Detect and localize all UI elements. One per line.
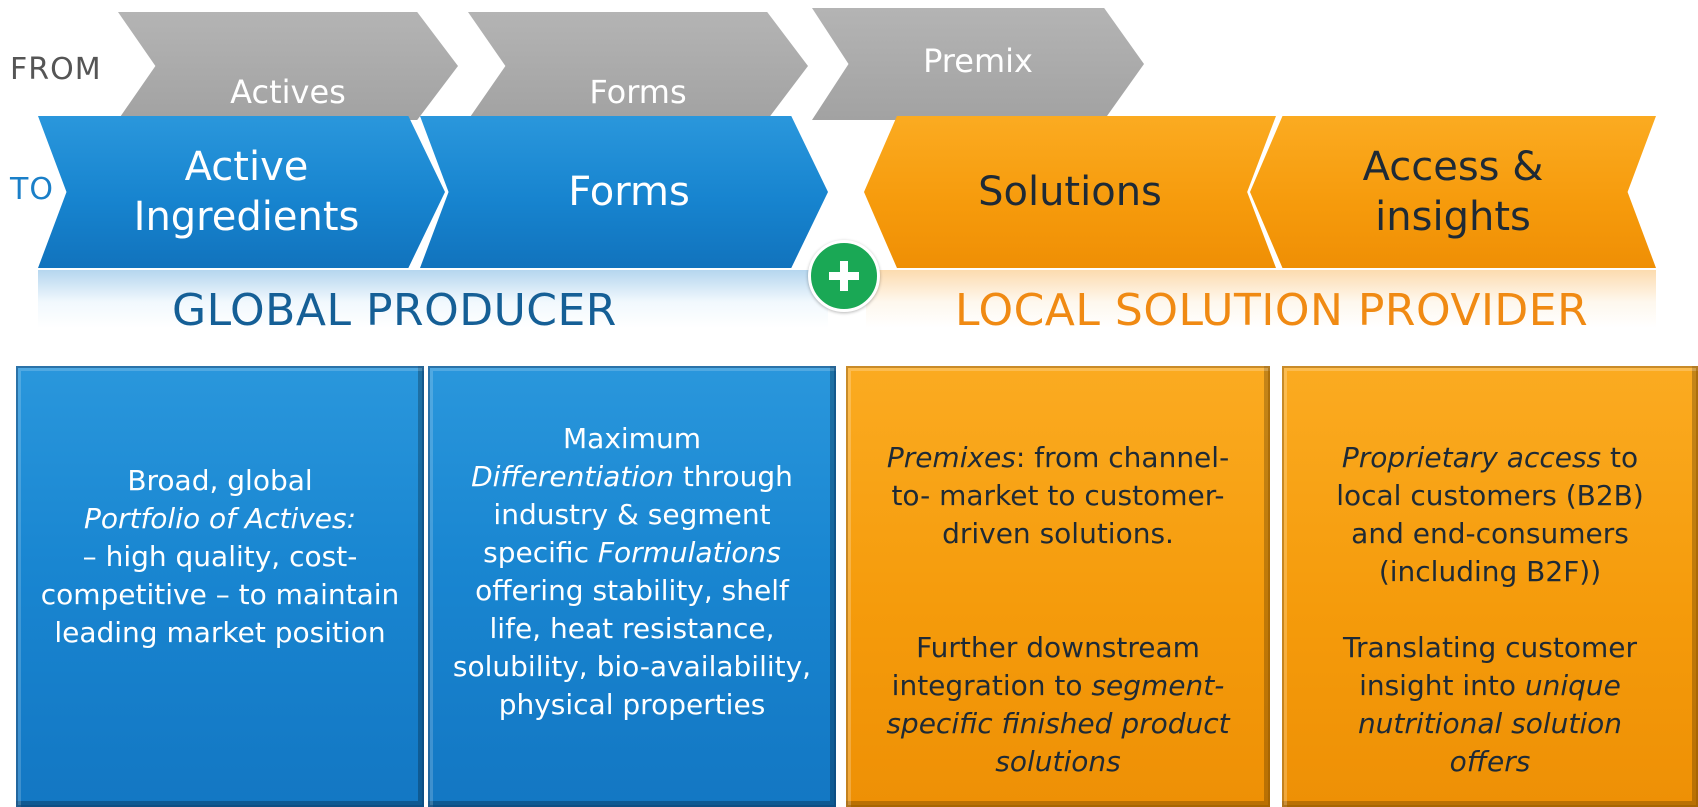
orange-chevron-reflection	[866, 270, 1656, 328]
solutions-text-emphasis: specific finished product	[886, 706, 1230, 740]
access-text-emphasis: Proprietary access	[1341, 440, 1602, 474]
access-text: Translating customer	[1343, 630, 1637, 664]
solutions-chevron-label: Solutions	[978, 169, 1162, 215]
from-row-label: FROM	[10, 52, 102, 87]
access-text: local customers (B2B)	[1336, 478, 1644, 512]
solutions-description-box: Premixes: from channel- to- market to cu…	[846, 366, 1270, 807]
access-description-box: Proprietary access to local customers (B…	[1282, 366, 1698, 807]
forms-text: physical properties	[498, 687, 766, 721]
from-chevron-actives: Actives	[118, 12, 458, 120]
to-chevron-solutions: Solutions	[864, 116, 1276, 268]
active-ingredients-label-line2: Ingredients	[133, 194, 360, 240]
plus-icon	[808, 240, 880, 312]
forms-text: through	[673, 459, 793, 493]
solutions-text: driven solutions.	[942, 516, 1174, 550]
actives-description-box: Broad, global Portfolio of Actives: – hi…	[16, 366, 424, 807]
forms-text: specific	[483, 535, 598, 569]
access-insights-label-line1: Access &	[1362, 144, 1544, 190]
access-text-emphasis: unique	[1524, 668, 1621, 702]
access-text-emphasis: nutritional solution	[1357, 706, 1623, 740]
forms-description-box: Maximum Differentiation through industry…	[428, 366, 836, 807]
actives-text: – high quality, cost-	[82, 539, 358, 573]
global-producer-title: GLOBAL PRODUCER	[172, 285, 617, 336]
forms-text: Maximum	[563, 421, 701, 455]
forms-text: life, heat resistance,	[489, 611, 775, 645]
actives-text-emphasis: Portfolio of Actives:	[83, 501, 357, 535]
from-chevron-actives-label: Actives	[230, 73, 346, 111]
forms-text-emphasis: Formulations	[597, 535, 781, 569]
access-text-emphasis: offers	[1449, 744, 1531, 778]
from-chevron-premix: Premix	[812, 8, 1144, 120]
actives-text: Broad, global	[127, 463, 313, 497]
to-row-label: TO	[10, 172, 54, 207]
actives-text: leading market position	[54, 615, 386, 649]
access-insights-label-line2: insights	[1375, 194, 1531, 240]
access-text: and end-consumers	[1351, 516, 1629, 550]
access-text: to	[1601, 440, 1639, 474]
active-ingredients-label-line1: Active	[184, 144, 309, 190]
access-text: insight into	[1359, 668, 1525, 702]
actives-text: competitive – to maintain	[40, 577, 400, 611]
solutions-text-emphasis: segment-	[1091, 668, 1225, 702]
solutions-text: : from channel-	[1015, 440, 1230, 474]
blue-chevron-reflection	[38, 270, 828, 328]
from-chevron-premix-label: Premix	[923, 42, 1033, 80]
solutions-text-emphasis: solutions	[995, 744, 1121, 778]
solutions-text: to- market to customer-	[891, 478, 1225, 512]
forms-chevron-label: Forms	[568, 169, 690, 215]
from-chevron-forms: Forms	[468, 12, 808, 120]
to-chevron-access-insights: Access & insights	[1250, 116, 1656, 268]
local-solution-provider-title: LOCAL SOLUTION PROVIDER	[955, 285, 1589, 336]
solutions-text: Further downstream	[916, 630, 1200, 664]
to-chevron-active-ingredients: Active Ingredients	[38, 116, 445, 268]
forms-text: industry & segment	[493, 497, 771, 531]
forms-text: offering stability, shelf	[475, 573, 789, 607]
solutions-text: integration to	[891, 668, 1092, 702]
solutions-text-emphasis: Premixes	[886, 440, 1016, 474]
forms-text: solubility, bio-availability,	[452, 649, 812, 683]
to-chevron-forms: Forms	[420, 116, 828, 268]
access-text: (including B2F))	[1378, 554, 1602, 588]
forms-text-emphasis: Differentiation	[471, 459, 674, 493]
from-chevron-forms-label: Forms	[589, 73, 687, 111]
